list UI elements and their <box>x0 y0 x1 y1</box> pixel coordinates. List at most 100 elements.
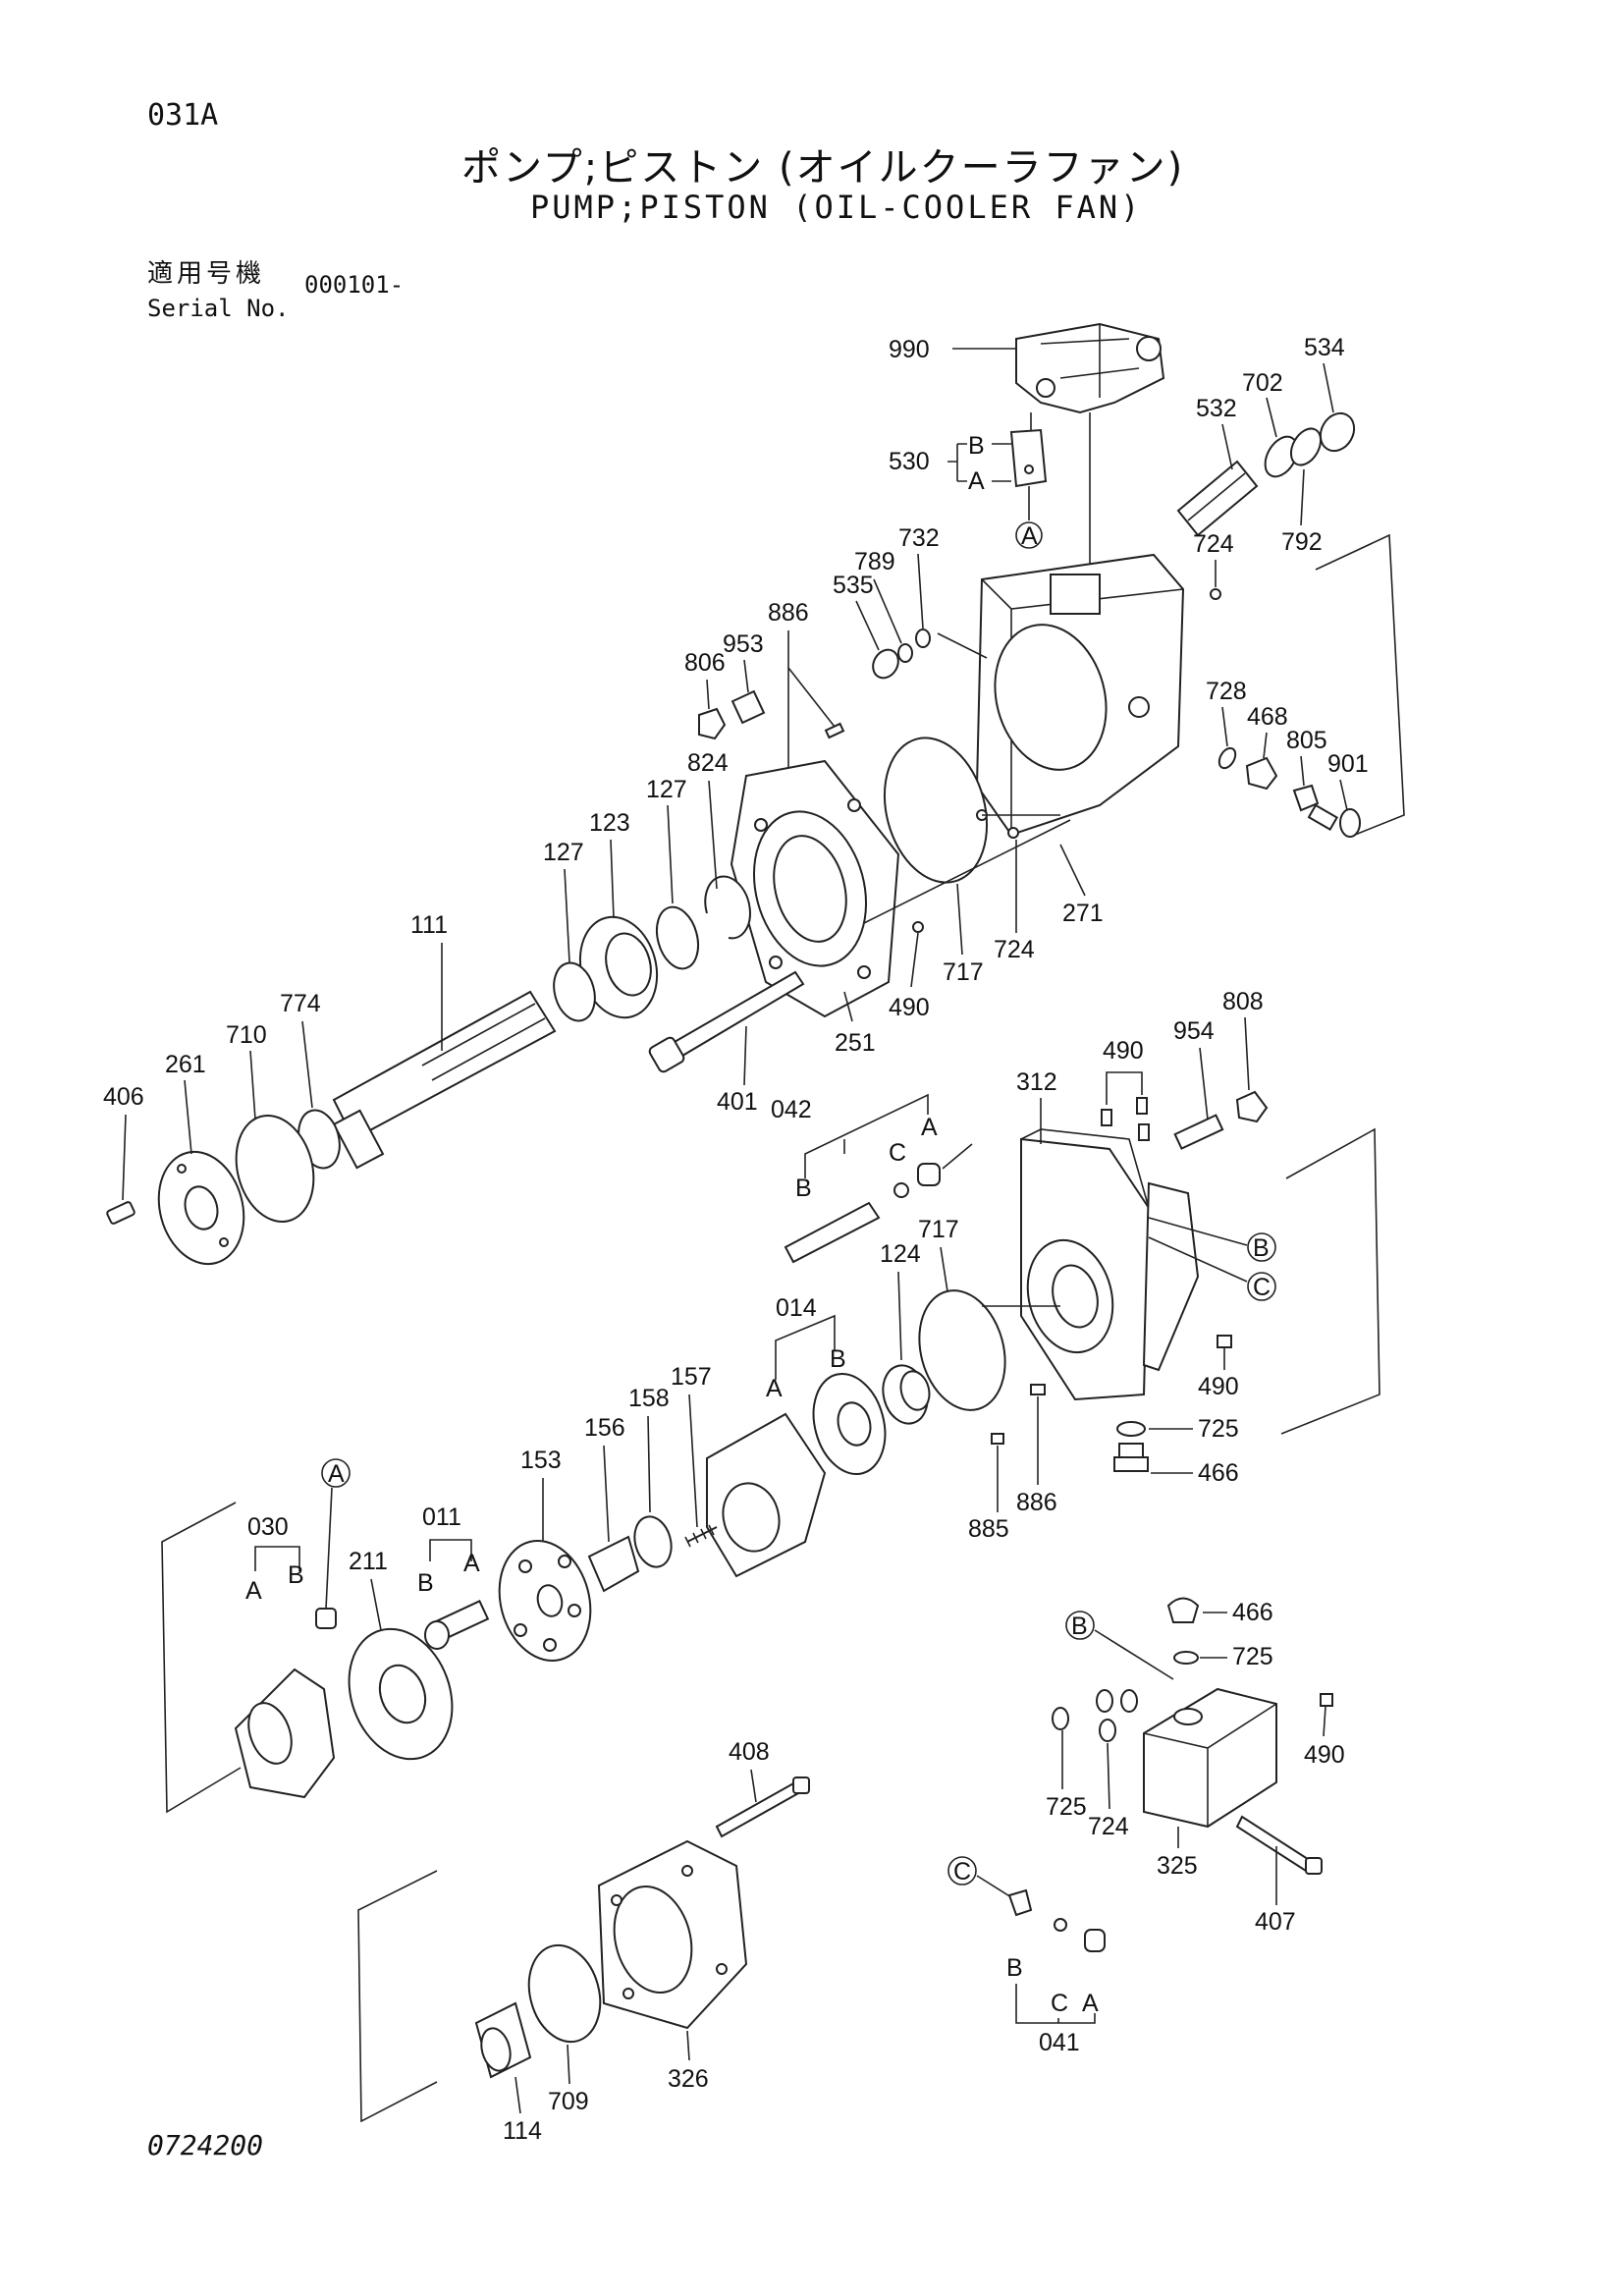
label-114: 114 <box>503 2117 542 2145</box>
part-886-pin-b[interactable] <box>1030 1384 1046 1395</box>
part-490-plug-d[interactable] <box>1320 1693 1333 1707</box>
ref-letter-a-top: A <box>1021 522 1038 550</box>
part-725-oring-b[interactable] <box>1173 1651 1199 1665</box>
label-710: 710 <box>226 1021 267 1049</box>
part-710-oring[interactable] <box>225 1107 325 1230</box>
part-124-needle-bearing[interactable] <box>877 1360 934 1428</box>
part-127-ring-b[interactable] <box>650 902 704 973</box>
part-530-valve[interactable] <box>1009 428 1048 488</box>
part-728-oring[interactable] <box>1216 745 1238 771</box>
part-127-ring-a[interactable] <box>548 958 601 1025</box>
part-535-plug[interactable] <box>868 645 903 683</box>
part-014-b-plate[interactable] <box>803 1366 896 1483</box>
label-111: 111 <box>410 911 448 939</box>
label-157: 157 <box>671 1363 712 1391</box>
letter-a-041: A <box>1082 1990 1099 2017</box>
part-466-plug-b[interactable] <box>1166 1597 1200 1623</box>
part-789-ring[interactable] <box>897 643 913 663</box>
part-042-c-ball[interactable] <box>893 1182 909 1198</box>
part-724-pin-b[interactable] <box>1007 827 1019 839</box>
part-709-oring[interactable] <box>518 1938 610 2050</box>
part-954-plug[interactable] <box>1173 1114 1224 1150</box>
part-490-pin-b1[interactable] <box>1101 1109 1112 1126</box>
part-717-oring-b[interactable] <box>906 1281 1017 1420</box>
label-792: 792 <box>1281 528 1323 556</box>
ref-circle-c-mid <box>1247 1272 1276 1301</box>
label-407: 407 <box>1255 1908 1296 1936</box>
part-211-shoe-plate[interactable] <box>332 1614 469 1774</box>
part-724-pin-a[interactable] <box>1210 588 1221 600</box>
ref-letter-b-low: B <box>1071 1613 1088 1640</box>
part-325-block[interactable] <box>1143 1687 1277 1829</box>
part-534-cap[interactable] <box>1314 408 1361 458</box>
part-030-b-pin[interactable] <box>315 1608 337 1629</box>
part-153-set-plate[interactable] <box>486 1530 603 1670</box>
letter-b-030: B <box>288 1561 304 1589</box>
part-806-nut[interactable] <box>698 707 727 740</box>
letter-a-530: A <box>968 467 985 495</box>
label-326: 326 <box>668 2065 709 2093</box>
part-111-shaft[interactable] <box>332 990 557 1170</box>
part-724-oring-group[interactable] <box>1096 1689 1138 1742</box>
label-789: 789 <box>854 548 895 575</box>
part-261-cover[interactable] <box>146 1142 255 1274</box>
part-532-fitting[interactable] <box>1176 460 1259 537</box>
label-251: 251 <box>835 1029 876 1057</box>
part-717-oring-a[interactable] <box>869 727 1001 895</box>
label-702: 702 <box>1242 369 1283 397</box>
part-490-plug-c[interactable] <box>1217 1335 1232 1348</box>
part-326-cover[interactable] <box>597 1839 748 2030</box>
ref-letter-a-left: A <box>328 1460 345 1488</box>
part-123-bearing[interactable] <box>569 908 668 1026</box>
part-156-ball-guide[interactable] <box>587 1535 640 1593</box>
part-042-a-plug[interactable] <box>917 1163 941 1186</box>
ref-circle-c-low <box>947 1856 977 1886</box>
part-312-valve-block[interactable] <box>1015 1128 1200 1401</box>
part-824-snap-ring[interactable] <box>704 875 751 940</box>
part-271-housing[interactable] <box>975 553 1185 837</box>
label-728: 728 <box>1206 678 1247 705</box>
part-401-bolt[interactable] <box>648 970 805 1073</box>
label-127a: 127 <box>543 839 584 866</box>
part-885-pin[interactable] <box>991 1433 1004 1445</box>
label-123: 123 <box>589 809 630 837</box>
letter-a-030: A <box>245 1577 262 1605</box>
part-725-oring-c[interactable] <box>1052 1707 1069 1730</box>
label-885: 885 <box>968 1515 1009 1543</box>
part-158-retainer[interactable] <box>629 1512 676 1571</box>
label-886b: 886 <box>1016 1489 1057 1516</box>
part-808-nut[interactable] <box>1235 1090 1269 1123</box>
part-042-b-rod[interactable] <box>784 1201 881 1264</box>
part-030-a-swash-plate[interactable] <box>234 1667 336 1799</box>
part-990-assembly[interactable] <box>1015 322 1165 414</box>
part-805-nut[interactable] <box>1292 784 1320 812</box>
part-901-eyebolt[interactable] <box>1307 803 1361 838</box>
part-408-bolt[interactable] <box>715 1777 810 1838</box>
part-407-bolt[interactable] <box>1235 1815 1323 1875</box>
part-886-pin-a[interactable] <box>824 722 845 739</box>
part-041-c-ball[interactable] <box>1054 1918 1067 1932</box>
part-114-splined-coupling[interactable] <box>474 2001 532 2079</box>
label-990: 990 <box>889 336 930 363</box>
part-953-plug[interactable] <box>730 689 766 725</box>
label-490a: 490 <box>889 994 930 1021</box>
part-014-a-cylinder-block[interactable] <box>706 1412 827 1578</box>
label-490c: 490 <box>1198 1373 1239 1400</box>
part-041-b-valve[interactable] <box>1007 1888 1033 1917</box>
part-702-oring[interactable] <box>1259 431 1304 482</box>
part-490-pin-b3[interactable] <box>1138 1123 1150 1141</box>
label-124: 124 <box>880 1240 921 1268</box>
part-406-bolt[interactable] <box>106 1201 135 1225</box>
part-792-ring[interactable] <box>1285 423 1327 470</box>
part-466-plug-a[interactable] <box>1113 1443 1149 1472</box>
part-011-piston[interactable] <box>424 1600 490 1650</box>
part-490-plug-a[interactable] <box>912 921 924 933</box>
part-041-a-plug[interactable] <box>1084 1929 1106 1952</box>
part-251-flange[interactable] <box>730 759 900 1018</box>
label-153: 153 <box>520 1447 562 1474</box>
part-468-plug[interactable] <box>1245 756 1278 791</box>
part-725-oring-a[interactable] <box>1116 1421 1146 1437</box>
part-732-ring[interactable] <box>915 629 931 648</box>
part-490-pin-b2[interactable] <box>1136 1097 1148 1115</box>
